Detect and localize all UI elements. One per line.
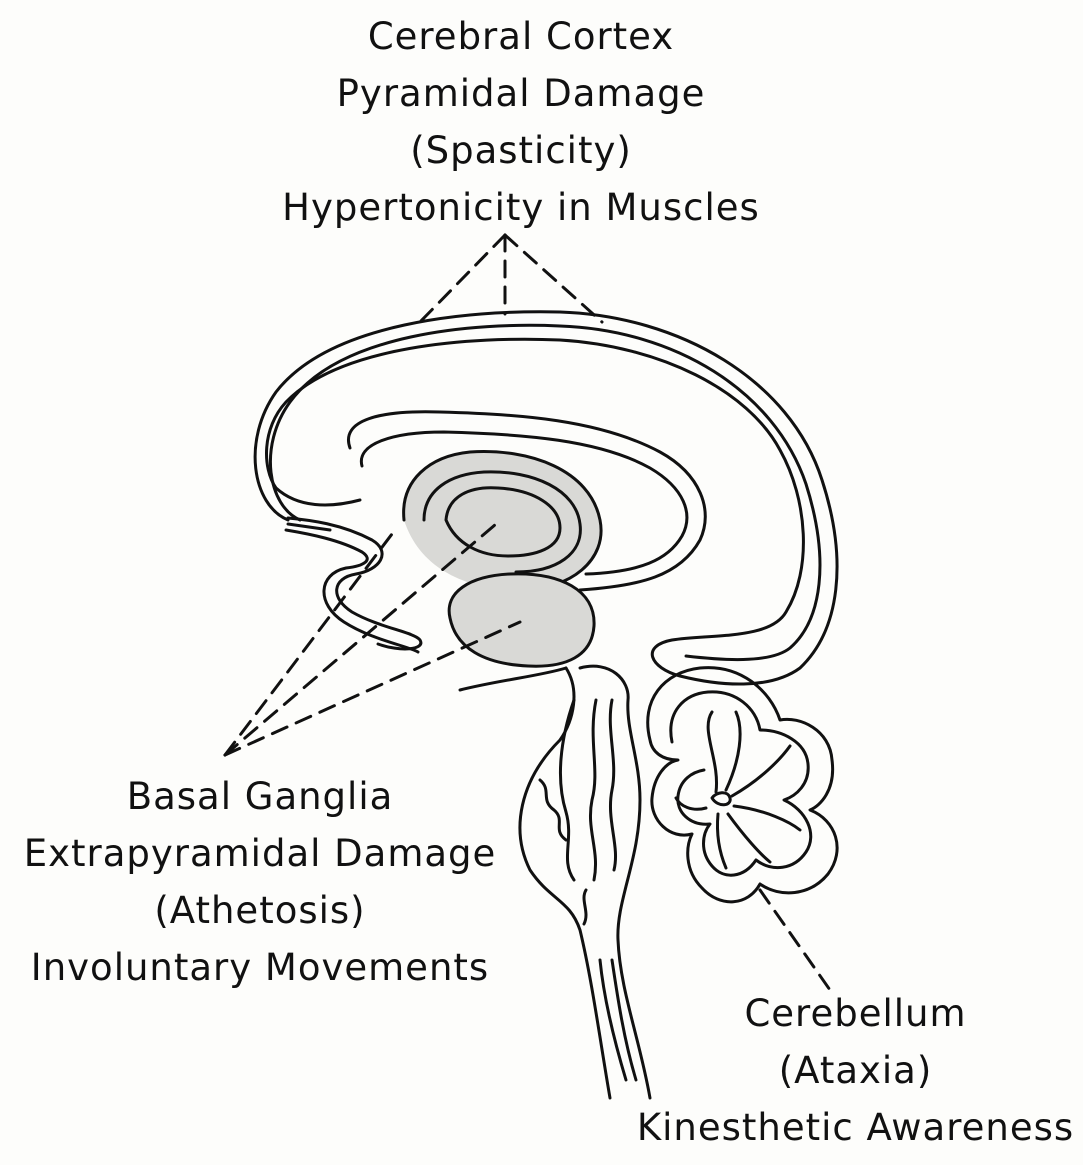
- basal-ganglia-title: Basal Ganglia: [0, 768, 520, 825]
- cortex-symptom: Hypertonicity in Muscles: [241, 179, 801, 236]
- basal-ganglia-symptom: Involuntary Movements: [0, 939, 520, 996]
- cortex-condition: (Spasticity): [241, 122, 801, 179]
- cortex-leader-lines: [420, 235, 602, 322]
- basal-ganglia-label: Basal Ganglia Extrapyramidal Damage (Ath…: [0, 768, 520, 996]
- basal-ganglia-condition: (Athetosis): [0, 882, 520, 939]
- cerebellum-title: Cerebellum: [628, 985, 1083, 1042]
- cerebellum: [648, 668, 837, 902]
- cerebellum-label: Cerebellum (Ataxia) Kinesthetic Awarenes…: [628, 985, 1083, 1156]
- thalamus: [449, 574, 594, 666]
- cerebral-cortex-label: Cerebral Cortex Pyramidal Damage (Spasti…: [241, 8, 801, 236]
- basal-ganglia-damage-type: Extrapyramidal Damage: [0, 825, 520, 882]
- basal-ganglia: [404, 452, 601, 590]
- cerebellum-leader-line: [760, 890, 830, 990]
- cortex-damage-type: Pyramidal Damage: [241, 65, 801, 122]
- cortex-title: Cerebral Cortex: [241, 8, 801, 65]
- cerebellum-symptom: Kinesthetic Awareness: [628, 1099, 1083, 1156]
- cerebellum-condition: (Ataxia): [628, 1042, 1083, 1099]
